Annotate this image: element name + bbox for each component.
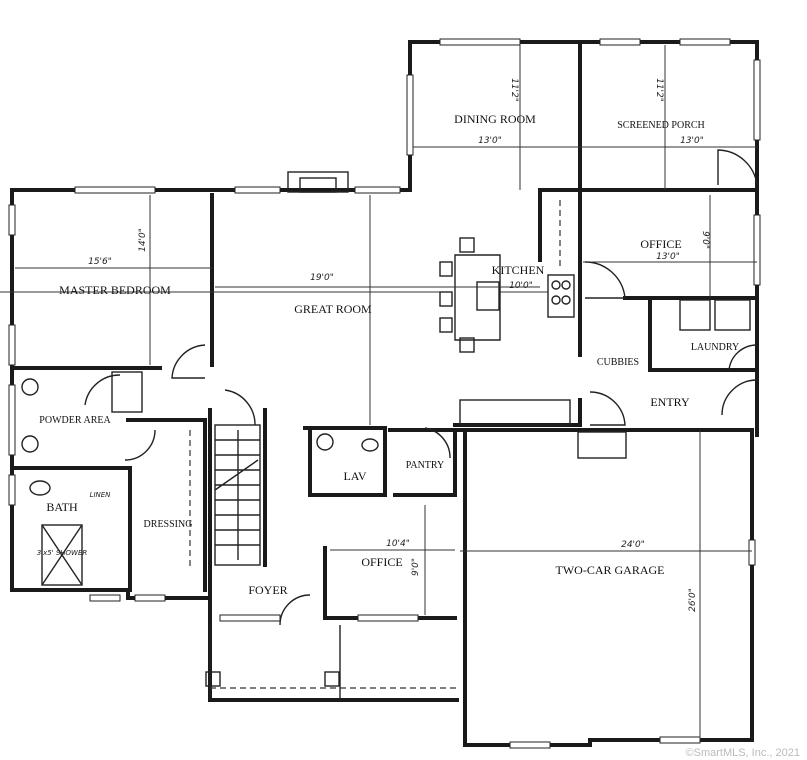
- label-powder-area: POWDER AREA: [39, 415, 111, 426]
- label-lav: LAV: [343, 469, 366, 483]
- windows: [8, 38, 761, 749]
- dim-great-width: 19'0": [310, 273, 334, 283]
- dim-office-rear-depth: 9'0": [700, 231, 710, 249]
- label-foyer: FOYER: [248, 583, 287, 597]
- label-dining-room: DINING ROOM: [454, 112, 536, 126]
- dim-dining-depth: 11'2": [509, 78, 519, 102]
- dim-office-front-width: 10'4": [386, 539, 410, 549]
- label-pantry: PANTRY: [406, 460, 445, 471]
- bath-fixtures: [21, 371, 379, 586]
- porch: [205, 625, 457, 700]
- label-two-car-garage: TWO-CAR GARAGE: [556, 563, 665, 577]
- dimension-lines: [0, 45, 757, 740]
- label-linen: LINEN: [90, 491, 112, 499]
- dim-dining-width: 13'0": [478, 136, 502, 146]
- dimension-labels: 13'0" 11'2" 13'0" 11'2" 13'0" 9'0" 10'0"…: [88, 78, 710, 612]
- doors: [84, 149, 758, 626]
- dim-office-front-depth: 9'0": [411, 558, 421, 576]
- label-entry: ENTRY: [650, 395, 690, 409]
- label-bath: BATH: [46, 500, 78, 514]
- dim-garage-width: 24'0": [621, 540, 645, 550]
- label-screened-porch: SCREENED PORCH: [617, 120, 705, 131]
- fireplace: [287, 171, 349, 193]
- label-cubbies: CUBBIES: [597, 357, 639, 368]
- dim-master-width: 15'6": [88, 257, 112, 267]
- dim-porch-depth: 11'2": [654, 78, 664, 102]
- label-shower: 3'x5' SHOWER: [37, 549, 88, 557]
- watermark: ©SmartMLS, Inc., 2021: [686, 747, 801, 759]
- dim-porch-width: 13'0": [680, 136, 704, 146]
- stairs: [214, 424, 261, 566]
- label-great-room: GREAT ROOM: [294, 302, 372, 316]
- label-office-rear: OFFICE: [640, 237, 681, 251]
- room-labels: DINING ROOM SCREENED PORCH OFFICE KITCHE…: [37, 112, 739, 597]
- label-dressing: DRESSING: [144, 519, 193, 530]
- label-kitchen: KITCHEN: [492, 263, 545, 277]
- kitchen-fixtures: [439, 200, 751, 459]
- dim-kitchen-width: 10'0": [509, 281, 533, 291]
- dim-garage-depth: 26'0": [688, 588, 698, 612]
- dim-office-rear-width: 13'0": [656, 252, 680, 262]
- dim-master-depth: 14'0": [138, 228, 148, 252]
- label-master-bedroom: MASTER BEDROOM: [59, 283, 171, 297]
- label-office-front: OFFICE: [361, 555, 402, 569]
- label-laundry: LAUNDRY: [691, 342, 739, 353]
